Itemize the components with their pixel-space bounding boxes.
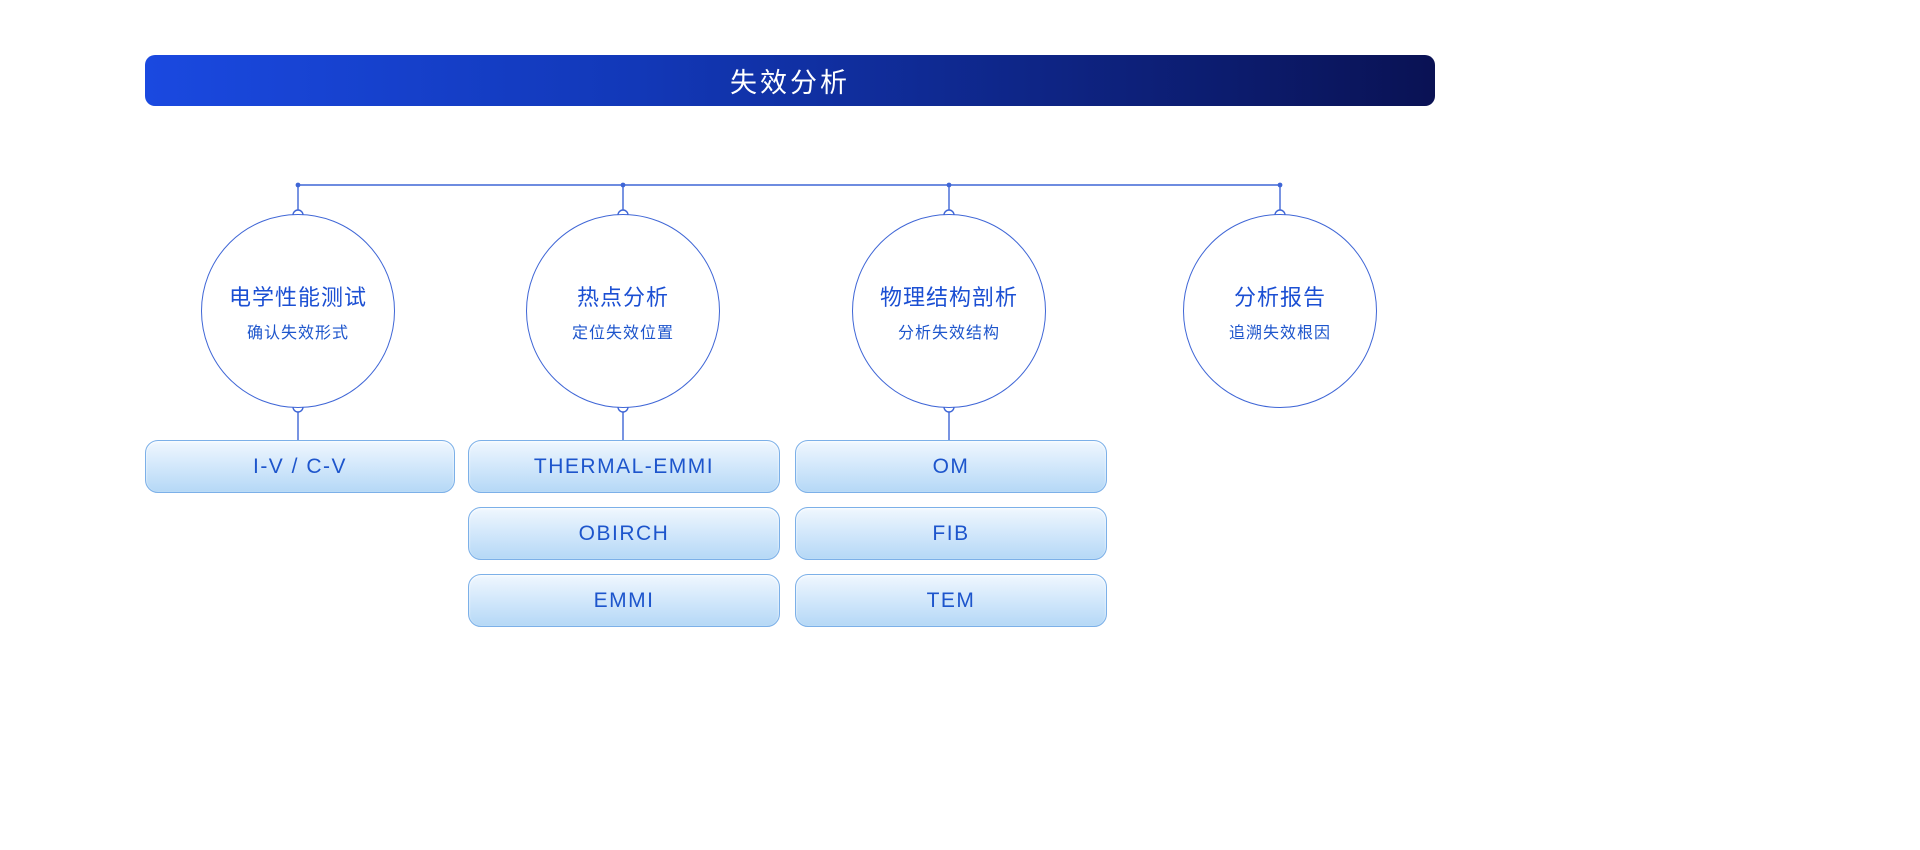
method-box-emmi: EMMI (468, 574, 780, 627)
method-box-thermal-emmi: THERMAL-EMMI (468, 440, 780, 493)
method-label: THERMAL-EMMI (533, 454, 715, 478)
method-box-tem: TEM (795, 574, 1107, 627)
header-bar: 失效分析 (145, 55, 1435, 106)
method-label: OBIRCH (578, 521, 670, 545)
stage-circle-electrical-test: 电学性能测试 确认失效形式 (201, 214, 395, 408)
method-box-om: OM (795, 440, 1107, 493)
stage-title: 分析报告 (1233, 284, 1326, 310)
stage-title: 物理结构剖析 (879, 284, 1018, 310)
stage-subtitle: 确认失效形式 (246, 324, 349, 342)
method-label: TEM (926, 588, 976, 612)
method-label: FIB (932, 521, 970, 545)
stage-circle-hotspot-analysis: 热点分析 定位失效位置 (526, 214, 720, 408)
method-label: OM (932, 454, 970, 478)
method-box-iv-cv: I-V / C-V (145, 440, 455, 493)
method-box-obirch: OBIRCH (468, 507, 780, 560)
page-title: 失效分析 (730, 68, 850, 98)
stage-circle-analysis-report: 分析报告 追溯失效根因 (1183, 214, 1377, 408)
stage-circle-physical-structure: 物理结构剖析 分析失效结构 (852, 214, 1046, 408)
stage-subtitle: 追溯失效根因 (1228, 324, 1331, 342)
stage-title: 电学性能测试 (228, 284, 367, 310)
stage-subtitle: 定位失效位置 (571, 324, 674, 342)
method-label: I-V / C-V (252, 454, 347, 478)
method-box-fib: FIB (795, 507, 1107, 560)
stage-title: 热点分析 (576, 284, 669, 310)
stage-subtitle: 分析失效结构 (897, 324, 1000, 342)
method-label: EMMI (593, 588, 655, 612)
